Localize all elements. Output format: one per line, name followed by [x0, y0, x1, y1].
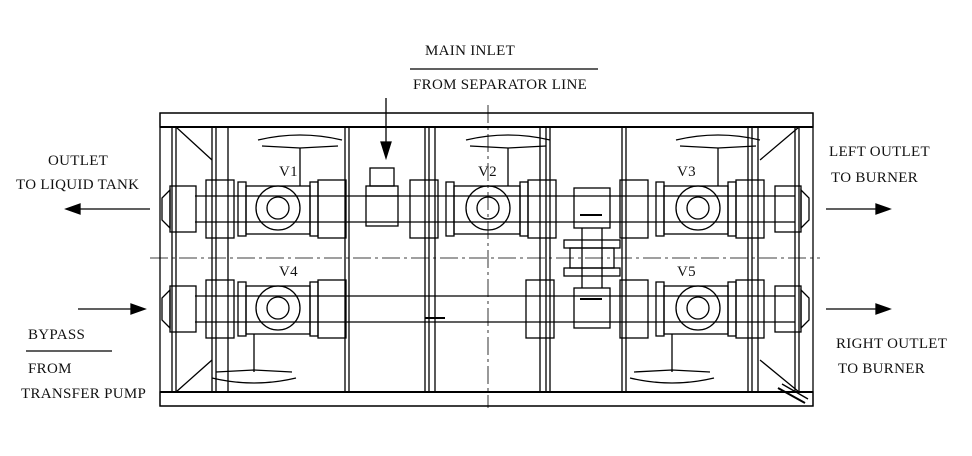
valve-bodies — [245, 185, 729, 335]
from-label: FROM — [28, 361, 72, 377]
valve-v2-label: V2 — [478, 164, 497, 180]
bypass-label: BYPASS — [28, 327, 86, 343]
valve-v5-label: V5 — [677, 264, 696, 280]
transfer-pump-label: TRANSFER PUMP — [21, 386, 147, 402]
bottom-pipeline — [161, 279, 810, 339]
right-outlet-label: RIGHT OUTLET — [836, 336, 948, 352]
connecting-spool — [563, 228, 621, 288]
valve-v3-label: V3 — [677, 164, 696, 180]
from-separator-label: FROM SEPARATOR LINE — [413, 77, 588, 93]
skid-frame — [159, 112, 814, 407]
left-outlet-label: LEFT OUTLET — [829, 144, 930, 160]
outlet-label: OUTLET — [48, 153, 109, 169]
flow-arrows — [64, 98, 892, 315]
to-burner-left-label: TO BURNER — [831, 170, 919, 186]
valve-v1-label: V1 — [279, 164, 298, 180]
main-inlet-label: MAIN INLET — [425, 43, 516, 59]
center-lines — [150, 105, 820, 408]
handwheels — [211, 134, 761, 384]
label-underlines — [26, 68, 598, 352]
to-burner-right-label: TO BURNER — [838, 361, 926, 377]
to-liquid-tank-label: TO LIQUID TANK — [16, 177, 140, 193]
valve-v4-label: V4 — [279, 264, 298, 280]
